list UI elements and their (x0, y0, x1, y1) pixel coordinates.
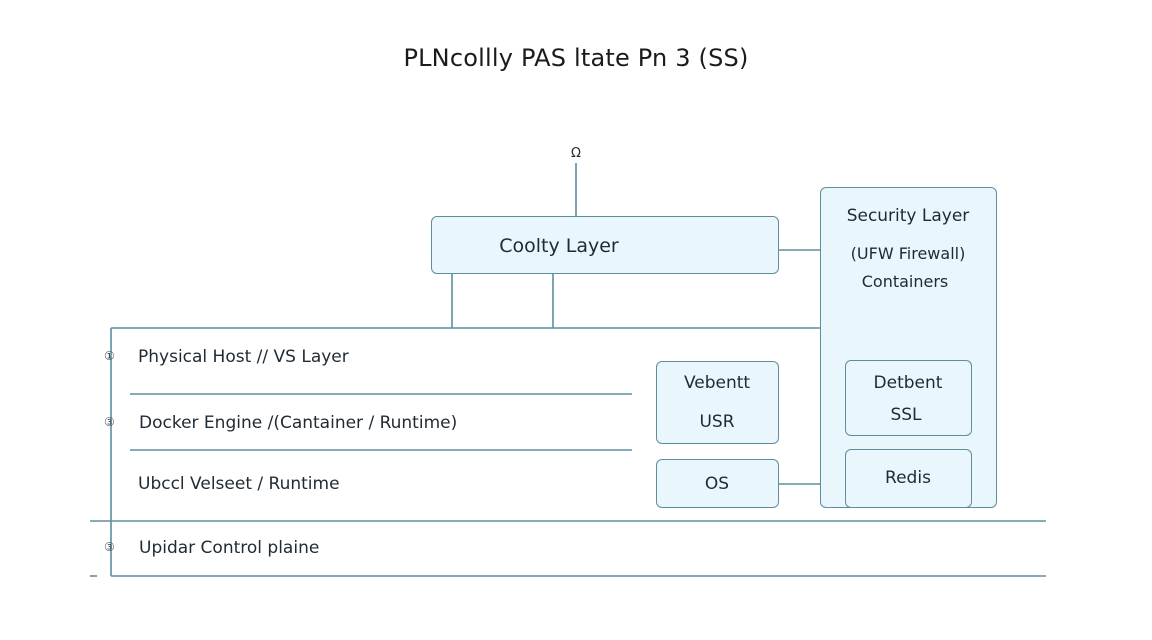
vebentt-usr-box[interactable] (656, 361, 779, 444)
redis-box[interactable] (845, 449, 972, 508)
top-node-icon: Ω (571, 146, 581, 161)
layer-marker: ③ (104, 540, 115, 554)
ssl-label: SSL (890, 405, 922, 425)
security-layer-firewall: (UFW Firewall) (850, 244, 966, 263)
os-label: OS (704, 474, 730, 494)
layer-label: Docker Engine /(Cantainer / Runtime) (139, 413, 458, 433)
usr-label: USR (699, 412, 735, 432)
security-layer-title: Security Layer (846, 206, 970, 226)
diagram-title: PLNcollly PAS ltate Pn 3 (SS) (403, 44, 749, 72)
detbent-ssl-box[interactable] (845, 360, 972, 436)
os-box[interactable] (656, 459, 779, 508)
layer-label: Physical Host // VS Layer (138, 347, 349, 367)
layer-label: Upidar Control plaine (139, 538, 320, 558)
layer-marker: ③ (104, 415, 115, 429)
layer-marker: ① (104, 349, 115, 363)
security-layer-containers: Containers (861, 272, 949, 291)
coolty-layer-label: Coolty Layer (499, 235, 619, 257)
detbent-label: Detbent (873, 373, 943, 393)
redis-label: Redis (885, 468, 931, 488)
coolty-layer-box[interactable] (431, 216, 779, 274)
vebentt-label: Vebentt (683, 373, 751, 393)
layer-label: Ubccl Velseet / Runtime (138, 474, 340, 494)
